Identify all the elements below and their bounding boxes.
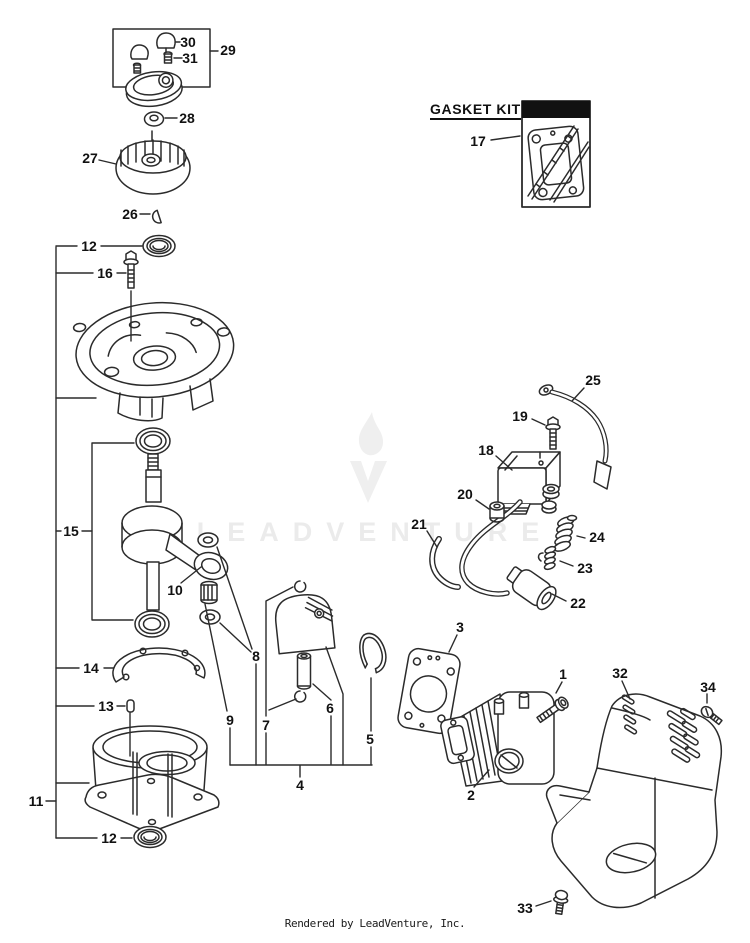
part-crankshaft-assembly bbox=[121, 427, 229, 638]
gasket-kit-box bbox=[521, 100, 591, 208]
callout-6[interactable]: 6 bbox=[326, 700, 334, 716]
callout-16[interactable]: 16 bbox=[97, 265, 113, 281]
callout-25[interactable]: 25 bbox=[585, 372, 601, 388]
part-screw-34 bbox=[700, 705, 723, 726]
callout-26[interactable]: 26 bbox=[122, 206, 138, 222]
leadventure-flame-icon bbox=[350, 412, 387, 503]
part-thrust-washers-needle-bearing bbox=[197, 532, 221, 625]
callout-10[interactable]: 10 bbox=[167, 582, 183, 598]
callout-11[interactable]: 11 bbox=[28, 793, 44, 809]
callout-13[interactable]: 13 bbox=[98, 698, 114, 714]
callout-32[interactable]: 32 bbox=[612, 665, 628, 681]
part-oil-seal-top bbox=[142, 234, 176, 258]
callout-8[interactable]: 8 bbox=[252, 648, 260, 664]
part-oil-seal-bottom bbox=[133, 825, 167, 849]
part-cylinder-cover bbox=[545, 693, 723, 909]
callout-34[interactable]: 34 bbox=[700, 679, 716, 695]
callout-17[interactable]: 17 bbox=[470, 133, 486, 149]
callout-31[interactable]: 31 bbox=[182, 50, 198, 66]
callout-27[interactable]: 27 bbox=[82, 150, 98, 166]
callout-3[interactable]: 3 bbox=[456, 619, 464, 635]
part-crankcase-flywheel-side bbox=[72, 301, 235, 422]
part-plug-cap-22 bbox=[506, 566, 557, 611]
part-tube-21 bbox=[429, 536, 461, 590]
part-grommet-20 bbox=[489, 501, 505, 523]
part-cylinder bbox=[440, 691, 555, 787]
callout-18[interactable]: 18 bbox=[478, 442, 494, 458]
callout-21[interactable]: 21 bbox=[411, 516, 427, 532]
callout-24[interactable]: 24 bbox=[589, 529, 605, 545]
part-piston-assembly bbox=[274, 580, 387, 703]
part-spring-24 bbox=[553, 514, 578, 552]
part-bearing-retainer bbox=[112, 647, 206, 683]
part-pin-13 bbox=[126, 699, 135, 713]
part-cylinder-gasket bbox=[397, 647, 461, 735]
gasket-kit-heading: GASKET KIT bbox=[430, 101, 521, 120]
callout-14[interactable]: 14 bbox=[83, 660, 99, 676]
part-spring-23 bbox=[537, 545, 557, 571]
callout-7[interactable]: 7 bbox=[262, 717, 270, 733]
callout-5[interactable]: 5 bbox=[366, 731, 374, 747]
callout-1[interactable]: 1 bbox=[559, 666, 567, 682]
part-bolt-1 bbox=[536, 696, 569, 724]
callout-4[interactable]: 4 bbox=[296, 777, 304, 793]
callout-33[interactable]: 33 bbox=[517, 900, 533, 916]
callout-15[interactable]: 15 bbox=[63, 523, 79, 539]
part-crankcase-pto-side bbox=[84, 725, 220, 843]
callout-28[interactable]: 28 bbox=[179, 110, 195, 126]
part-lead-wire-25 bbox=[538, 384, 612, 490]
part-screw-33 bbox=[553, 889, 569, 916]
part-flywheel bbox=[115, 130, 191, 195]
part-bolt-16 bbox=[123, 250, 139, 289]
callout-12-2[interactable]: 12 bbox=[101, 830, 117, 846]
callout-2[interactable]: 2 bbox=[467, 787, 475, 803]
callout-22[interactable]: 22 bbox=[570, 595, 586, 611]
callout-30[interactable]: 30 bbox=[180, 34, 196, 50]
part-bolt-19 bbox=[545, 416, 561, 450]
callout-20[interactable]: 20 bbox=[457, 486, 473, 502]
footer-rendered-by: Rendered by LeadVenture, Inc. bbox=[284, 917, 466, 930]
callout-19[interactable]: 19 bbox=[512, 408, 528, 424]
callout-9[interactable]: 9 bbox=[226, 712, 234, 728]
part-key-26 bbox=[151, 209, 162, 224]
callout-29[interactable]: 29 bbox=[220, 42, 236, 58]
callout-12[interactable]: 12 bbox=[81, 238, 97, 254]
part-plug-wire bbox=[459, 499, 523, 597]
part-washer-28 bbox=[143, 111, 165, 127]
leader-lines bbox=[45, 41, 708, 907]
callout-23[interactable]: 23 bbox=[577, 560, 593, 576]
part-starter-pawl-assembly bbox=[112, 28, 211, 108]
